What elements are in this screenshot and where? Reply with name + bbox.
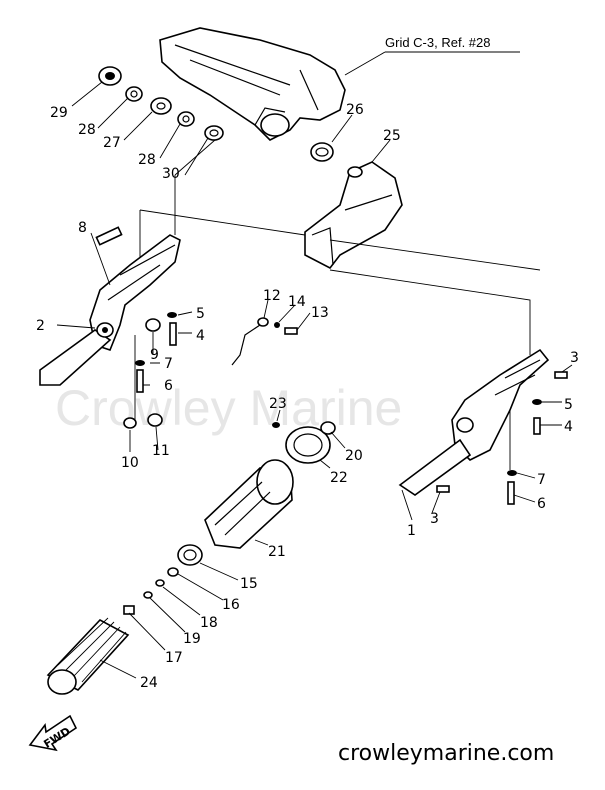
label-16: 16 <box>222 597 240 613</box>
grip-cap-parts <box>272 421 336 464</box>
label-6a: 6 <box>164 378 173 394</box>
label-9: 9 <box>150 347 159 363</box>
label-17: 17 <box>165 650 183 666</box>
label-29: 29 <box>50 105 68 121</box>
watermark: Crowley Marine <box>55 380 402 436</box>
label-5b: 5 <box>564 397 573 413</box>
fwd-arrow-icon: FWD <box>28 714 78 752</box>
label-8: 8 <box>78 220 87 236</box>
label-26: 26 <box>346 102 364 118</box>
steering-arm-25 <box>304 161 403 270</box>
website-text: crowleymarine.com <box>338 741 554 766</box>
label-4b: 4 <box>564 419 573 435</box>
label-23: 23 <box>269 396 287 412</box>
bracket-1 <box>398 348 550 496</box>
label-24: 24 <box>140 675 158 691</box>
label-3b: 3 <box>430 511 439 527</box>
label-5a: 5 <box>196 306 205 322</box>
label-15: 15 <box>240 576 258 592</box>
label-25: 25 <box>383 128 401 144</box>
right-small-parts <box>436 371 568 505</box>
label-27: 27 <box>103 135 121 151</box>
label-2: 2 <box>36 318 45 334</box>
label-11: 11 <box>152 443 170 459</box>
reference-leader <box>344 51 520 76</box>
bracket-2 <box>39 234 181 386</box>
cap-15 <box>177 544 203 566</box>
part-labels: 29 28 27 28 30 26 25 8 2 5 4 9 7 6 10 11… <box>36 102 579 691</box>
leader-lines <box>56 81 573 679</box>
clip-12-13-14 <box>231 317 298 366</box>
label-3a: 3 <box>570 350 579 366</box>
label-7b: 7 <box>537 472 546 488</box>
reference-note: Grid C-3, Ref. #28 <box>385 35 491 50</box>
label-28a: 28 <box>78 122 96 138</box>
label-28b: 28 <box>138 152 156 168</box>
grip-21 <box>204 459 294 549</box>
label-22: 22 <box>330 470 348 486</box>
throttle-small-parts <box>123 567 179 615</box>
swivel-bracket <box>159 27 346 141</box>
plate-8 <box>95 226 123 246</box>
label-12: 12 <box>263 288 281 304</box>
label-18: 18 <box>200 615 218 631</box>
label-19: 19 <box>183 631 201 647</box>
label-14: 14 <box>288 294 306 310</box>
label-10: 10 <box>121 455 139 471</box>
left-small-parts <box>123 312 177 429</box>
label-6b: 6 <box>537 496 546 512</box>
label-20: 20 <box>345 448 363 464</box>
grip-sleeve-24 <box>46 617 130 695</box>
label-21: 21 <box>268 544 286 560</box>
label-1: 1 <box>407 523 416 539</box>
label-7a: 7 <box>164 356 173 372</box>
stack-parts <box>98 66 224 141</box>
bushing-26 <box>310 142 334 162</box>
assembly-lines <box>134 139 541 470</box>
label-4a: 4 <box>196 328 205 344</box>
label-30: 30 <box>162 166 180 182</box>
label-13: 13 <box>311 305 329 321</box>
